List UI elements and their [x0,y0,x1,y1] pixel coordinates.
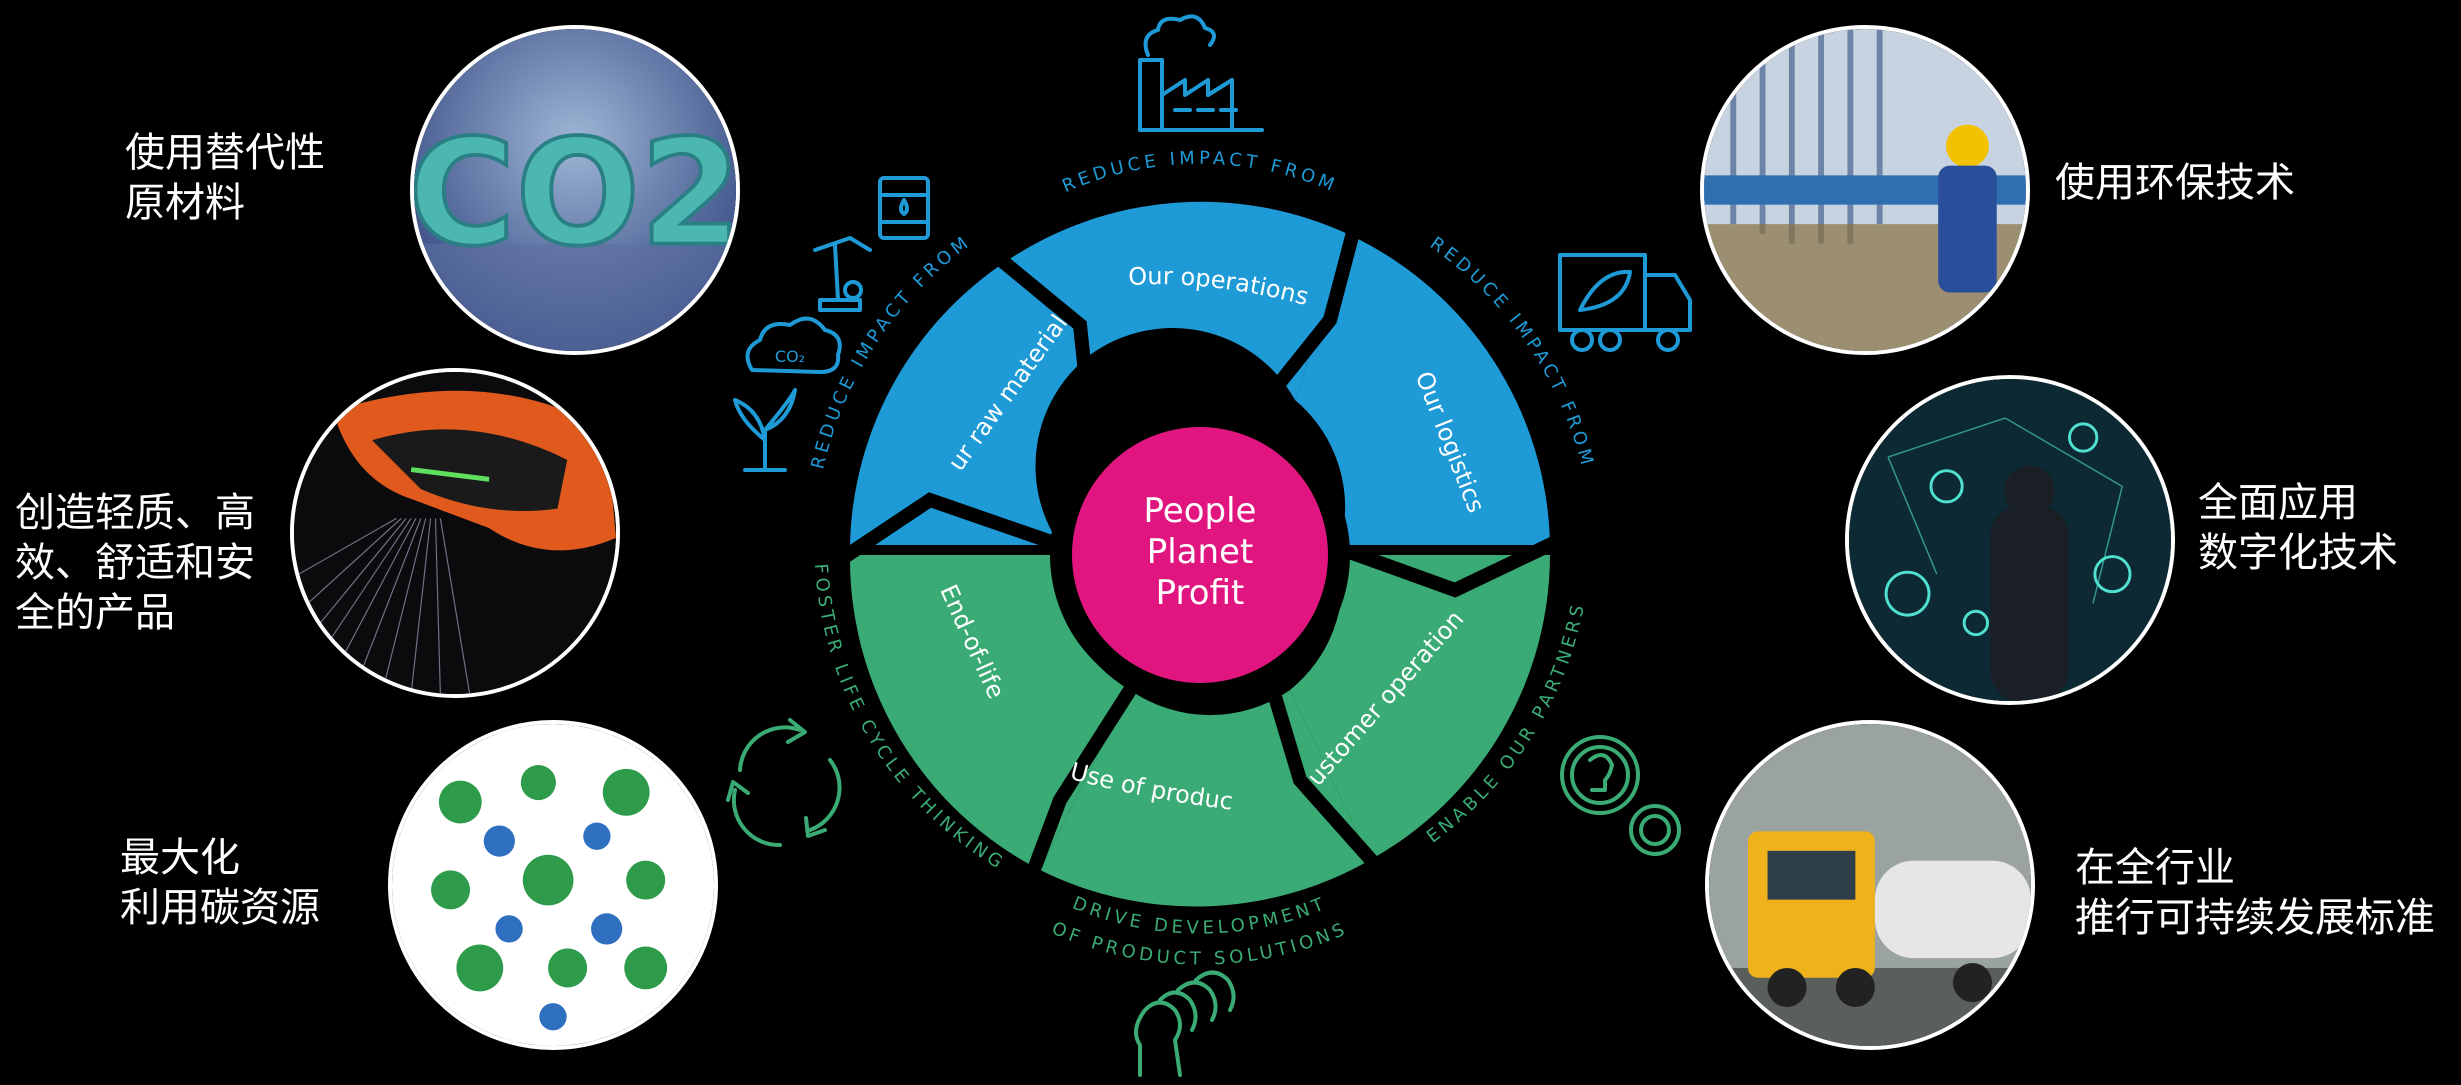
pump-jack-icon [813,236,872,312]
label-digital-technology: 全面应用 数字化技术 [2198,478,2398,578]
people-heads-icon [1134,970,1236,1077]
label-line: 在全行业 [2075,845,2235,891]
photo-tanker-truck [1705,720,2035,1050]
factory-icon [1138,14,1264,132]
center-line-profit: Profit [1156,573,1245,613]
photo-eco-icons [388,720,718,1050]
label-line: 效、舒适和安 [15,540,255,586]
label-line: 全的产品 [15,590,175,636]
label-sustainability-standards: 在全行业 推行可持续发展标准 [2075,843,2435,943]
segment-logistics [1295,235,1550,545]
segment-operations [1005,201,1350,400]
center-line-planet: Planet [1147,532,1254,572]
truck-leaf-icon [1558,253,1692,352]
photo-factory-worker [1700,25,2030,355]
label-line: 创造轻质、高 [15,490,255,536]
oil-barrel-icon [878,176,930,240]
label-eco-technology: 使用环保技术 [2055,158,2295,208]
label-lightweight-products: 创造轻质、高 效、舒适和安 全的产品 [15,488,255,638]
center-line-people: People [1144,491,1257,531]
segment-raw-materials [850,262,1090,545]
label-line: 全面应用 [2198,480,2358,526]
plant-sprout-icon [733,388,797,472]
recycle-icon [726,718,842,848]
arc-label-top: REDUCE IMPACT FROM [1059,148,1341,197]
segment-customer-operations [1290,555,1550,860]
center-circle [1072,427,1328,683]
co2-cloud-icon [745,316,842,374]
label-line: 最大化 [120,835,240,881]
co2-photo-text: CO2 [414,108,736,279]
label-line: 利用碳资源 [120,885,320,931]
photo-co2-letters: CO2 [410,25,740,355]
label-line: 推行可持续发展标准 [2075,895,2435,941]
gear-head-icon [1560,735,1681,856]
label-line: 原材料 [125,180,245,226]
label-line: 使用环保技术 [2055,160,2295,206]
label-line: 数字化技术 [2198,530,2398,576]
label-maximize-carbon-resources: 最大化 利用碳资源 [120,833,320,933]
co2-icon-text: CO₂ [775,347,805,366]
photo-digital-businessman [1845,375,2175,705]
photo-concept-car [290,368,620,698]
label-alternative-raw-materials: 使用替代性 原材料 [125,128,325,228]
label-line: 使用替代性 [125,130,325,176]
